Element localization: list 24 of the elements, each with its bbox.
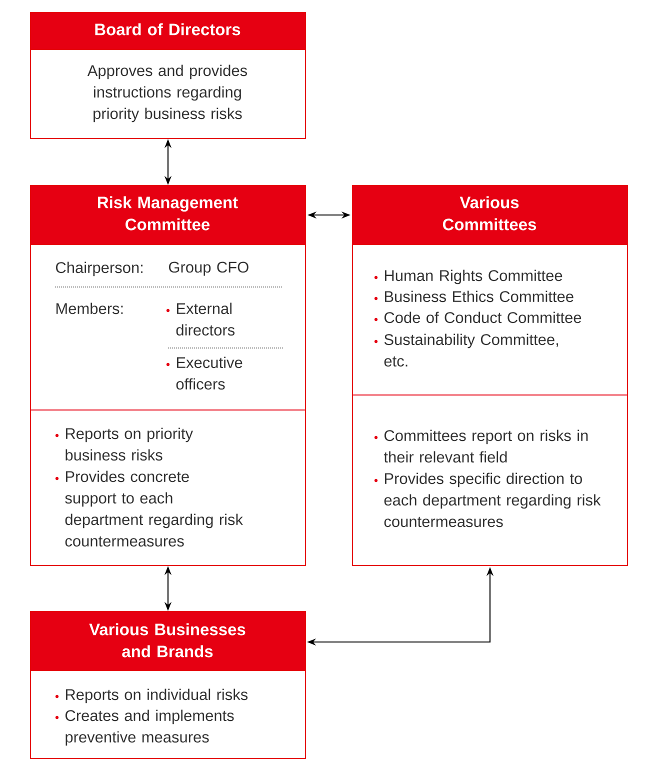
bullet-item: Creates and implements preventive measures (55, 710, 234, 746)
box-text: Group CFO (168, 262, 248, 276)
box-text: Chairperson: (56, 262, 142, 276)
bullet-item: Reports on individual risks (55, 688, 248, 704)
panel-box (352, 185, 628, 566)
bullet-item: Code of Conduct Committee (374, 312, 582, 324)
panel-box (30, 12, 306, 139)
box-heading: Various Committees (442, 196, 536, 230)
bullet-item: Executive officers (166, 356, 242, 390)
box-heading: Risk Management Committee (98, 196, 238, 230)
box-text: Members: (56, 302, 123, 314)
panel-box (30, 185, 306, 566)
bullet-item: Business Ethics Committee (374, 290, 574, 302)
bullet-item: Reports on priority business risks (55, 428, 193, 461)
bullet-item: Human Rights Committee (374, 270, 562, 284)
bullet-item: External directors (166, 302, 235, 336)
box-text: Approves and provides instructions regarding priority business risks (87, 64, 248, 122)
panel-box (30, 611, 306, 759)
box-heading: Board of Directors (95, 23, 240, 36)
bullet-item: Sustainability Committee, etc. (374, 334, 558, 367)
bullet-item: Provides specific direction to each department regarding risk countermeasures (374, 472, 601, 528)
bullet-item: Provides concrete support to each department regarding risk countermeasures (55, 470, 243, 547)
box-heading: Various Businesses and Brands (89, 623, 246, 658)
bullet-item: Committees report on risks in their relevant field (374, 430, 588, 463)
